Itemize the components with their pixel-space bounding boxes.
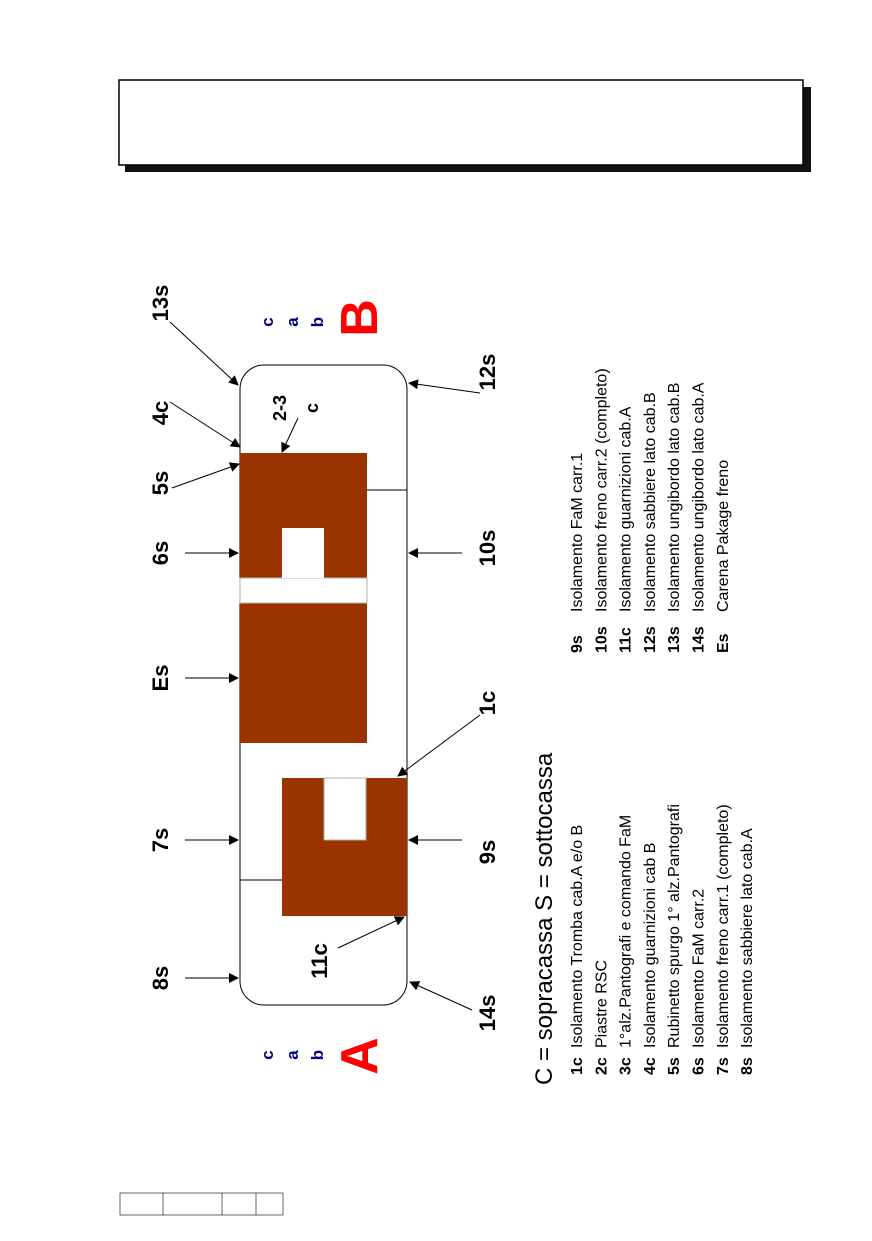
legend-description: Isolamento sabbiere lato cab.B (642, 392, 659, 612)
legend-description: Isolamento freno carr.1 (completo) (715, 804, 732, 1048)
legend-code: 8s (739, 1057, 756, 1075)
label-1c: 1c (475, 691, 500, 715)
label-13s: 13s (148, 285, 173, 322)
legend: C = sopracassa S = sottocassa 1c Isolamen… (531, 368, 756, 1085)
legend-code: 7s (715, 1057, 732, 1075)
label-10s: 10s (475, 530, 500, 567)
label-8s: 8s (148, 966, 173, 990)
legend-code: 4c (642, 1057, 659, 1075)
label-14s: 14s (475, 995, 500, 1032)
label-es: Es (148, 665, 173, 692)
arrows (169, 321, 481, 1011)
legend-description: Piastre RSC (593, 960, 610, 1048)
legend-code: 12s (642, 626, 659, 653)
arrow-13s (169, 321, 239, 386)
label-9s: 9s (475, 840, 500, 864)
legend-code: 1c (569, 1057, 586, 1075)
label-2-3: 2-3 (270, 395, 290, 421)
legend-right-column: 9s Isolamento FaM carr.1 10s Isolamento fre… (569, 368, 732, 653)
legend-description: Isolamento ungibordo lato cab.A (691, 382, 708, 612)
legend-code: 2c (593, 1057, 610, 1075)
legend-description: Carena Pakage freno (715, 460, 732, 612)
diagram-labels: 8s 7s Es 6s 5s 4c 13s 11c 14s 9s 1c 10s … (148, 285, 500, 1032)
legend-description: Isolamento guarnizioni cab.A (618, 406, 635, 612)
label-2-3-c: c (302, 403, 322, 413)
legend-description: Isolamento guarnizioni cab B (642, 843, 659, 1048)
arrow-2-3c (281, 417, 299, 453)
cab-b-letter: B (331, 299, 389, 337)
legend-description: Isolamento sabbiere lato cab.A (739, 828, 756, 1048)
cab-b-b: b (308, 317, 327, 327)
arrow-12s (408, 379, 481, 394)
cab-a-b: b (308, 1050, 327, 1060)
legend-description: Isolamento freno carr.2 (completo) (593, 368, 610, 612)
label-4c: 4c (148, 401, 173, 425)
label-6s: 6s (148, 541, 173, 565)
legend-code: 13s (666, 626, 683, 653)
arrow-14s (409, 981, 473, 1011)
legend-code: 5s (666, 1057, 683, 1075)
block-b-window (282, 528, 324, 578)
legend-code: Es (715, 633, 732, 653)
cab-a-c: c (258, 1050, 277, 1059)
footer-table-frame (119, 1192, 284, 1216)
cab-b-a: a (283, 317, 302, 327)
legend-description: Isolamento FaM carr.2 (691, 889, 708, 1048)
cab-a: c a b A (258, 1037, 389, 1075)
legend-description: Isolamento FaM carr.1 (569, 453, 586, 612)
label-5s: 5s (148, 471, 173, 495)
legend-code: 11c (618, 627, 635, 653)
legend-code: 14s (691, 626, 708, 653)
legend-description: Rubinetto spurgo 1° alz.Pantografi (666, 804, 683, 1048)
arrow-1c (397, 714, 481, 777)
cab-b-c: c (258, 317, 277, 326)
legend-code: 3c (618, 1057, 635, 1075)
cab-a-a: a (283, 1050, 302, 1060)
legend-code: 10s (593, 626, 610, 653)
arrow-11c (337, 916, 405, 949)
label-12s: 12s (475, 354, 500, 391)
label-11c: 11c (307, 943, 332, 979)
legend-heading: C = sopracassa S = sottocassa (531, 752, 558, 1085)
footer-table (119, 1192, 284, 1216)
legend-code: 6s (691, 1057, 708, 1075)
arrow-4c (169, 401, 241, 448)
legend-description: 1°alz.Pantografi e comando FaM (618, 815, 635, 1048)
equipment-blocks (239, 453, 407, 916)
cab-a-letter: A (331, 1037, 389, 1075)
cab-b: c a b B (258, 299, 389, 337)
arrow-5s (171, 462, 240, 489)
legend-code: 9s (569, 635, 586, 653)
legend-description: Isolamento ungibordo lato cab.B (666, 383, 683, 612)
block-a-window (323, 777, 367, 841)
block-b-gap (239, 577, 368, 604)
title-box (118, 79, 804, 166)
legend-left-column: 1c Isolamento Tromba cab.A e/o B 2c Piastre… (569, 804, 756, 1075)
legend-description: Isolamento Tromba cab.A e/o B (569, 825, 586, 1048)
label-7s: 7s (148, 828, 173, 852)
